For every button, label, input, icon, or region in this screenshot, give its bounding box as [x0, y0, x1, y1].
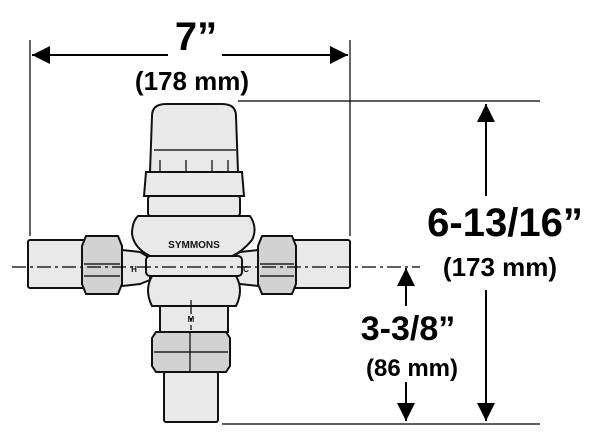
- cap-collar: [142, 171, 246, 197]
- height-inches-label: 6-13/16”: [427, 201, 583, 245]
- valve-body: SYMMONS H C M: [27, 103, 351, 423]
- hot-port-label: H: [131, 265, 137, 274]
- width-dimension: 7” (178 mm): [29, 15, 351, 236]
- lower-body: [147, 275, 241, 307]
- width-mm-label: (178 mm): [135, 66, 249, 96]
- hot-inlet-pipe: [27, 239, 89, 289]
- brand-label: SYMMONS: [168, 240, 220, 251]
- cold-port-label: C: [243, 265, 249, 274]
- middle-body: [145, 255, 243, 277]
- lower-inches-label: 3-3/8”: [361, 310, 456, 348]
- height-dimension: 6-13/16” (173 mm): [222, 100, 583, 425]
- lower-dimension: 3-3/8” (86 mm): [361, 268, 458, 421]
- lower-mm-label: (86 mm): [366, 355, 458, 382]
- outlet-neck: [159, 305, 229, 333]
- cold-inlet-pipe: [291, 239, 351, 289]
- cap-ring: [147, 195, 241, 217]
- width-inches-label: 7”: [175, 15, 217, 59]
- hot-inlet-nut: [81, 235, 123, 295]
- height-mm-label: (173 mm): [443, 252, 557, 282]
- cold-inlet-nut: [257, 235, 297, 295]
- thermostatic-cap: [148, 103, 240, 173]
- mixed-outlet-pipe: [163, 371, 219, 423]
